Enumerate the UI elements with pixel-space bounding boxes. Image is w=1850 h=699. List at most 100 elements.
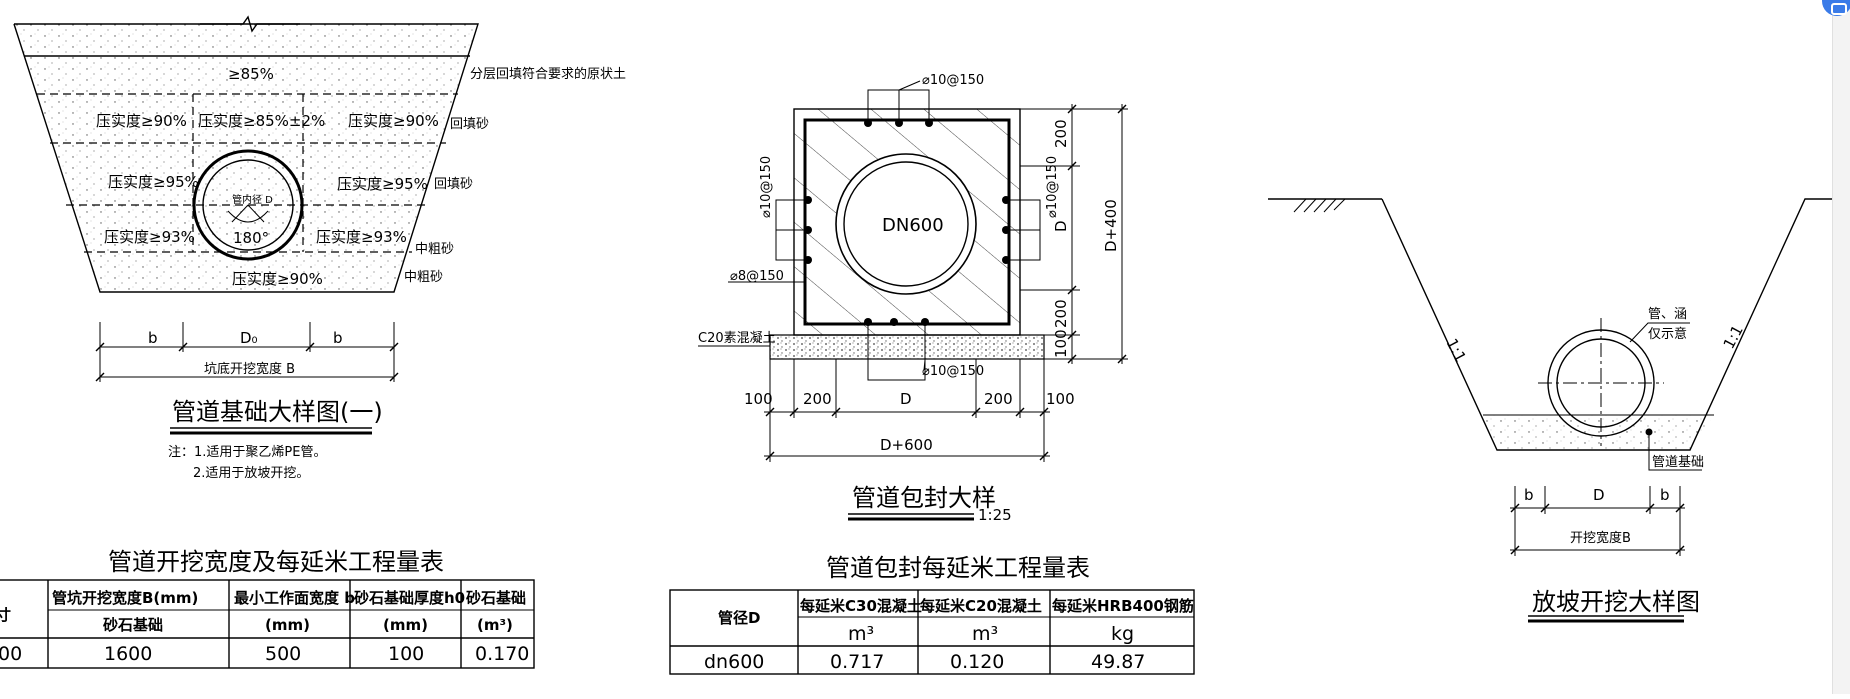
table1-cell-1: 1600 [104, 643, 152, 665]
fig2-rebar-top: ⌀10@150 [922, 73, 984, 88]
fig1-foundation-detail: 管内径 D 180° ≥85% 压实度≥90% 压实度≥85%±2% 压实度≥9… [13, 15, 626, 481]
fig2-pipe-outer [835, 153, 977, 295]
fig1-side-label-2: 回填砂 [450, 117, 489, 132]
fig1-side-label-4: 中粗砂 [415, 242, 454, 257]
fig2-stirrup: ⌀8@150 [730, 269, 784, 284]
fig1-zone-right-upper: 压实度≥90% [348, 112, 439, 130]
table2: 管道包封每延米工程量表 管径D 每延米C30混凝土 每延米C20混凝土 每延米H… [669, 554, 1195, 675]
fig3-dim-ticks [1510, 503, 1685, 555]
fig1-trench-outline [13, 23, 479, 293]
fig3-base-fill [1483, 415, 1714, 450]
fig2-dim-v-2: 200 [1052, 299, 1070, 328]
fig2-dim-h-3: 200 [984, 390, 1013, 408]
floating-assist-button[interactable] [1822, 0, 1850, 16]
table2-header-0: 管径D [718, 609, 760, 627]
fig1-zone-bottom: 压实度≥90% [232, 270, 323, 288]
chat-icon [1831, 3, 1847, 15]
table1-title: 管道开挖宽度及每延米工程量表 [108, 548, 444, 576]
table2-unit-2: m³ [972, 623, 998, 645]
fig2-rebar-cage [803, 118, 1011, 326]
fig3-title: 放坡开挖大样图 [1532, 588, 1700, 616]
fig3-dim-width: 开挖宽度B [1570, 530, 1631, 546]
fig1-zone-center-upper: 压实度≥85%±2% [198, 112, 325, 130]
fig1-dim-d0: D₀ [240, 329, 258, 347]
fig2-dim-h-1: 200 [803, 390, 832, 408]
table1-header-4: 砂石基础 [466, 589, 526, 607]
table1-cell-0: 00 [0, 643, 22, 665]
fig1-pipe-inner [202, 159, 294, 251]
fig1-dim-b-right: b [333, 329, 343, 347]
fig1-break-mark [200, 15, 300, 33]
fig1-pipe-label: 管内径 D [232, 193, 273, 206]
fig2-encasement-detail: DN600 ⌀10@150 ⌀10@150 ⌀10@150 ⌀10@150 ⌀8… [698, 73, 1128, 524]
fig2-dim-v-0: 200 [1052, 119, 1070, 148]
fig2-dim-total-width: D+600 [880, 436, 933, 454]
fig1-side-label-3: 回填砂 [434, 177, 473, 192]
table2-cell-2: 0.120 [950, 651, 1004, 673]
table1-cell-3: 100 [388, 643, 424, 665]
fig1-dim-b-left: b [148, 329, 158, 347]
table2-cell-1: 0.717 [830, 651, 884, 673]
fig1-dim-ticks [95, 342, 399, 382]
fig1-zone-left-low: 压实度≥93% [104, 228, 195, 246]
fig1-zone-top: ≥85% [228, 65, 274, 83]
fig2-pipe-label: DN600 [882, 215, 944, 236]
right-scroll-edge[interactable] [1832, 0, 1850, 694]
table1-header-3: 砂石基础厚度h0 [354, 589, 465, 607]
fig2-dim-h-0: 100 [744, 390, 773, 408]
fig1-side-label-5: 中粗砂 [404, 270, 443, 285]
fig1-zone-left-mid: 压实度≥95% [108, 173, 199, 191]
fig3-slope-excavation: 1:1 1:1 管、涵 仅示意 管道基础 b D b 开挖宽度B 放坡开挖大样图 [1268, 198, 1834, 623]
fig2-rebar-right: ⌀10@150 [1045, 156, 1060, 218]
table1-header-2: 最小工作面宽度 b [234, 589, 355, 607]
table2-cell-0: dn600 [704, 651, 764, 673]
fig2-rebar-left: ⌀10@150 [759, 156, 774, 218]
fig3-pipe-label-1: 管、涵 [1648, 307, 1687, 322]
table2-header-1: 每延米C30混凝土 [800, 597, 922, 615]
table1-header-1: 管坑开挖宽度B(mm) [52, 589, 198, 607]
table2-unit-1: m³ [848, 623, 874, 645]
table1-header-0: 寸 [0, 606, 11, 624]
fig2-dim-total-height: D+400 [1102, 199, 1120, 252]
fig1-side-label-1: 分层回填符合要求的原状土 [470, 66, 626, 82]
fig2-dim-h-4: 100 [1046, 390, 1075, 408]
fig1-zone-left-upper: 压实度≥90% [96, 112, 187, 130]
fig3-trench-outline [1381, 198, 1834, 451]
fig2-c20-label: C20素混凝土 [698, 330, 776, 346]
fig1-zone-right-low: 压实度≥93% [316, 228, 407, 246]
table1-subheader-1: 砂石基础 [103, 616, 163, 634]
fig3-dim-d: D [1593, 486, 1605, 504]
fig2-title: 管道包封大样 [852, 484, 996, 512]
fig2-dim-v-1: D [1052, 220, 1070, 232]
fig2-rebar-bottom: ⌀10@150 [922, 364, 984, 379]
fig1-title: 管道基础大样图(一) [172, 398, 383, 426]
fig3-slope-right: 1:1 [1720, 322, 1747, 352]
fig3-base-label: 管道基础 [1652, 455, 1704, 470]
table2-header-3: 每延米HRB400钢筋 [1052, 597, 1194, 615]
table1: 管道开挖宽度及每延米工程量表 寸 管坑开挖宽度B(mm) 最小工作面宽度 b 砂… [0, 548, 535, 669]
fig1-note-1: 注：1.适用于聚乙烯PE管。 [168, 445, 326, 460]
fig2-dim-v-3: 100 [1052, 329, 1070, 358]
fig3-ground-hatch [1293, 198, 1346, 213]
fig2-hdim-ticks [765, 407, 1049, 461]
fig1-soil-fill [14, 24, 478, 292]
fig3-dim-b-left: b [1524, 486, 1534, 504]
table1-subheader-4: (m³) [477, 616, 513, 634]
fig2-pipe-inner [843, 161, 969, 287]
table1-cell-4: 0.170 [475, 643, 529, 665]
fig2-vdim-ticks [1067, 104, 1127, 364]
table1-subheader-3: (mm) [383, 616, 428, 634]
table2-header-2: 每延米C20混凝土 [920, 597, 1042, 615]
table2-title: 管道包封每延米工程量表 [826, 554, 1090, 582]
fig1-angle: 180° [233, 229, 269, 247]
table2-cell-3: 49.87 [1091, 651, 1145, 673]
table2-unit-3: kg [1111, 623, 1134, 645]
fig3-pipe-label-2: 仅示意 [1648, 326, 1687, 342]
table1-subheader-2: (mm) [265, 616, 310, 634]
table1-cell-2: 500 [265, 643, 301, 665]
fig2-scale: 1:25 [978, 506, 1012, 524]
fig3-dim-b-right: b [1660, 486, 1670, 504]
fig1-pipe-outer [192, 149, 304, 261]
